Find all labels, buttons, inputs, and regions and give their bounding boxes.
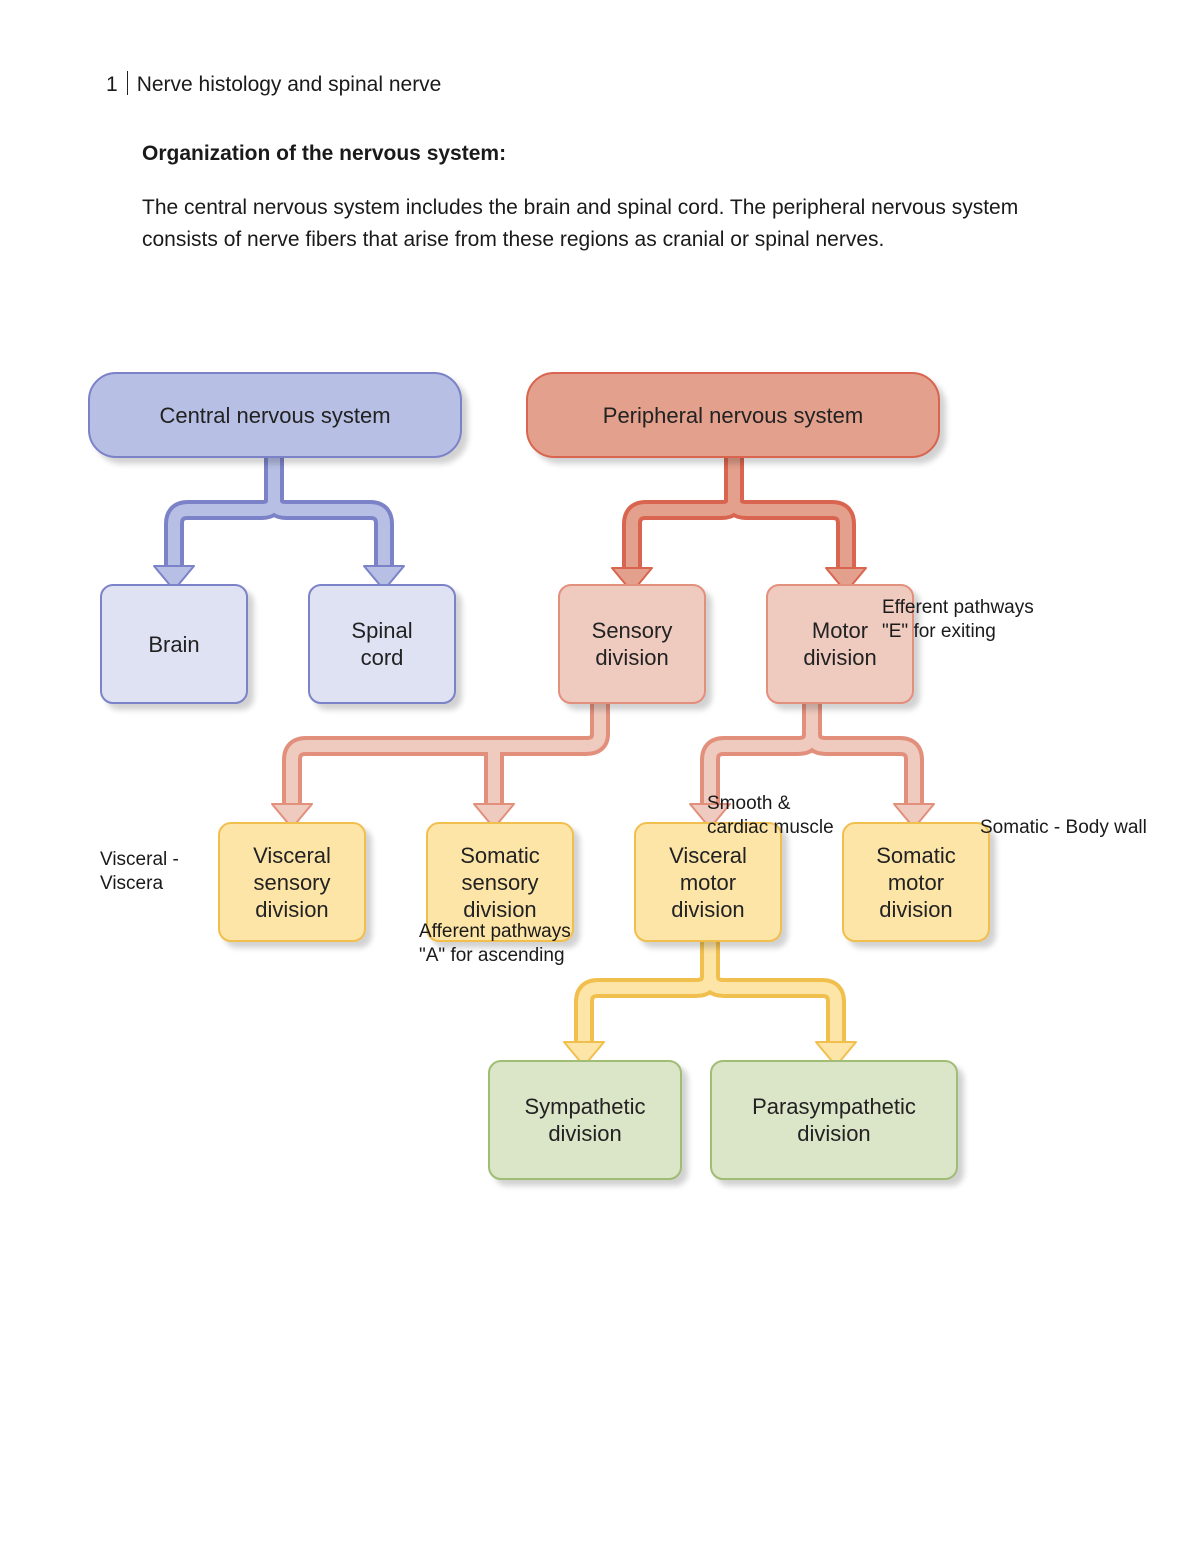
sensory-division-box: Sensory division <box>558 584 706 704</box>
visceral-motor-label: Visceral motor division <box>669 842 747 922</box>
intro-paragraph: The central nervous system includes the … <box>142 196 1019 251</box>
somatic-sensory-label: Somatic sensory division <box>460 842 540 922</box>
spinal-cord-label: Spinal cord <box>351 618 413 670</box>
motor-division-label: Motor division <box>803 618 877 670</box>
header-divider <box>126 71 128 95</box>
brain-label: Brain <box>148 631 200 657</box>
visceral-sensory-box: Visceral sensory division <box>218 822 366 942</box>
sensory-branch-arrow <box>271 702 610 829</box>
parasympathetic-label: Parasympathetic division <box>752 1094 916 1146</box>
sympathetic-box: Sympathetic division <box>488 1060 682 1180</box>
cns-box: Central nervous system <box>88 372 462 458</box>
pns-label: Peripheral nervous system <box>602 402 864 428</box>
section-heading: Organization of the nervous system: <box>142 142 507 165</box>
spinal-cord-box: Spinal cord <box>308 584 456 704</box>
parasympathetic-box: Parasympathetic division <box>710 1060 958 1180</box>
header-title: Nerve histology and spinal nerve <box>136 73 442 96</box>
pns-box: Peripheral nervous system <box>526 372 940 458</box>
visceral-sensory-label: Visceral sensory division <box>253 842 331 922</box>
smooth-cardiac-annotation: Smooth & cardiac muscle <box>707 793 834 838</box>
visceral-viscera-annotation: Visceral - Viscera <box>100 849 179 894</box>
page-header: 1 Nerve histology and spinal nerve <box>106 71 441 97</box>
sensory-division-label: Sensory division <box>591 618 673 670</box>
somatic-motor-box: Somatic motor division <box>842 822 990 942</box>
somatic-body-wall-annotation: Somatic - Body wall <box>980 817 1147 838</box>
cns-label: Central nervous system <box>159 402 391 428</box>
pns-branch-arrow <box>611 456 867 593</box>
efferent-annotation: Efferent pathways "E" for exiting <box>882 597 1034 642</box>
page-number: 1 <box>106 73 118 96</box>
motor-division-box: Motor division <box>766 584 914 704</box>
brain-box: Brain <box>100 584 248 704</box>
somatic-motor-label: Somatic motor division <box>876 842 956 922</box>
somatic-sensory-box: Somatic sensory division <box>426 822 574 942</box>
afferent-annotation: Afferent pathways "A" for ascending <box>419 921 571 966</box>
cns-branch-arrow <box>153 456 405 591</box>
visceral-motor-box: Visceral motor division <box>634 822 782 942</box>
sympathetic-label: Sympathetic division <box>524 1094 646 1146</box>
visceral-motor-branch-arrow <box>563 940 857 1067</box>
motor-branch-arrow <box>689 702 935 829</box>
